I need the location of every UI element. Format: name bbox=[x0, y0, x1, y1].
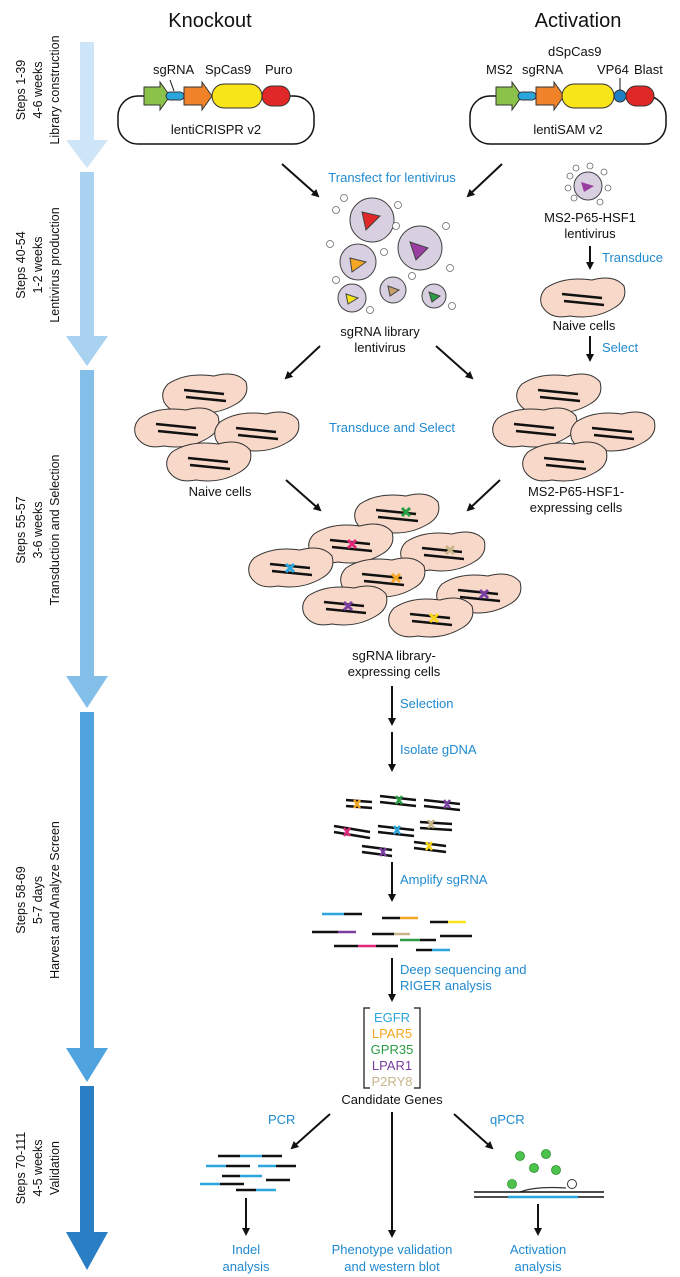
stage-1-name: Library construction bbox=[48, 35, 62, 144]
label-library-cells-2: expressing cells bbox=[348, 664, 441, 679]
naive-cell-right bbox=[539, 276, 627, 319]
pcr-fragments bbox=[200, 1154, 296, 1192]
plasmid-part-blast: Blast bbox=[634, 62, 663, 77]
gene-lpar1: LPAR1 bbox=[372, 1058, 412, 1073]
plasmid-lenticrispr: sgRNA SpCas9 Puro lentiCRISPR v2 bbox=[117, 62, 315, 145]
arrow-library-left bbox=[284, 345, 321, 380]
label-phenotype-1: Phenotype validation bbox=[332, 1242, 453, 1257]
plasmid-part-ms2: MS2 bbox=[486, 62, 513, 77]
stage-arrow-3 bbox=[66, 370, 108, 708]
stage-4-name: Harvest and Analyze Screen bbox=[48, 821, 62, 979]
stage-3-steps: Steps 55-57 bbox=[14, 496, 28, 563]
gdna-fragments bbox=[333, 794, 461, 858]
stage-timeline: Steps 1-39 4-6 weeks Library constructio… bbox=[14, 35, 108, 1270]
qpcr-activation-illustration bbox=[474, 1149, 604, 1199]
label-sgrna-library-1: sgRNA library bbox=[340, 324, 420, 339]
label-transduce-and-select: Transduce and Select bbox=[329, 420, 455, 435]
plasmid-part-spcas9: SpCas9 bbox=[205, 62, 251, 77]
label-deep-seq-2: RIGER analysis bbox=[400, 978, 492, 993]
arrow-plasmid-left bbox=[281, 163, 320, 198]
stage-3-name: Transduction and Selection bbox=[48, 454, 62, 605]
stage-4-duration: 5-7 days bbox=[31, 876, 45, 924]
ms2-expressing-cells-group bbox=[491, 372, 657, 483]
gene-p2ry8: P2RY8 bbox=[372, 1074, 413, 1089]
candidate-gene-list: EGFR LPAR5 GPR35 LPAR1 P2RY8 bbox=[363, 1007, 421, 1089]
gene-gpr35: GPR35 bbox=[371, 1042, 414, 1057]
activation-header: Activation bbox=[535, 10, 622, 32]
stage-arrow-4 bbox=[66, 712, 108, 1082]
stage-arrow-5 bbox=[66, 1086, 108, 1270]
arrow-library-right bbox=[435, 345, 474, 380]
plasmid-part-dspcas9: dSpCas9 bbox=[548, 44, 601, 59]
label-naive-cells-right: Naive cells bbox=[553, 318, 616, 333]
arrow-naive-to-library bbox=[285, 479, 322, 512]
label-sgrna-library-2: lentivirus bbox=[354, 340, 406, 355]
label-activation-2: analysis bbox=[515, 1259, 562, 1274]
knockout-header: Knockout bbox=[168, 10, 252, 32]
stage-5-steps: Steps 70-111 bbox=[14, 1132, 28, 1205]
label-qpcr: qPCR bbox=[490, 1112, 525, 1127]
stage-3-duration: 3-6 weeks bbox=[31, 502, 45, 559]
plasmid-part-vp64: VP64 bbox=[597, 62, 629, 77]
gdna-marks bbox=[343, 795, 451, 857]
ms2-p65-hsf1-virion bbox=[564, 162, 612, 206]
virion-dots bbox=[326, 194, 456, 314]
sgrna-library-expressing-cells-group bbox=[247, 492, 523, 639]
label-library-cells-1: sgRNA library- bbox=[352, 648, 436, 663]
plasmid-part-sgrna: sgRNA bbox=[153, 62, 195, 77]
gene-lpar5: LPAR5 bbox=[372, 1026, 412, 1041]
label-ms2-expressing-2: expressing cells bbox=[530, 500, 623, 515]
stage-5-duration: 4-5 weeks bbox=[31, 1140, 45, 1197]
label-transduce: Transduce bbox=[602, 250, 663, 265]
arrow-ms2-to-library bbox=[466, 479, 501, 512]
label-ms2-expressing-1: MS2-P65-HSF1- bbox=[528, 484, 624, 499]
stage-2-name: Lentivirus production bbox=[48, 207, 62, 322]
label-indel-2: analysis bbox=[223, 1259, 270, 1274]
arrow-plasmid-right bbox=[466, 163, 503, 198]
label-amplify-sgrna: Amplify sgRNA bbox=[400, 872, 488, 887]
stage-2-steps: Steps 40-54 bbox=[14, 231, 28, 298]
stage-2-duration: 1-2 weeks bbox=[31, 237, 45, 294]
label-deep-seq-1: Deep sequencing and bbox=[400, 962, 527, 977]
label-isolate-gdna: Isolate gDNA bbox=[400, 742, 477, 757]
label-ms2-virus-1: MS2-P65-HSF1 bbox=[544, 210, 636, 225]
label-select: Select bbox=[602, 340, 639, 355]
naive-cells-left-group bbox=[133, 372, 301, 483]
sgrna-library-lentivirus-cluster bbox=[337, 197, 447, 313]
label-naive-cells-left: Naive cells bbox=[189, 484, 252, 499]
plasmid-part-sgrna-2: sgRNA bbox=[522, 62, 564, 77]
amplicons bbox=[312, 912, 472, 952]
label-pcr: PCR bbox=[268, 1112, 295, 1127]
plasmid-lentisam: MS2 sgRNA dSpCas9 VP64 Blast lentiSAM v2 bbox=[469, 44, 667, 145]
plasmid-part-puro: Puro bbox=[265, 62, 292, 77]
gene-egfr: EGFR bbox=[374, 1010, 410, 1025]
label-indel-1: Indel bbox=[232, 1242, 260, 1257]
stage-5-name: Validation bbox=[48, 1141, 62, 1195]
arrow-qpcr bbox=[453, 1113, 494, 1150]
label-candidate-genes: Candidate Genes bbox=[341, 1092, 443, 1107]
label-activation-1: Activation bbox=[510, 1242, 566, 1257]
stage-arrow-2 bbox=[66, 172, 108, 366]
label-phenotype-2: and western blot bbox=[344, 1259, 440, 1274]
label-selection: Selection bbox=[400, 696, 453, 711]
plasmid-name-lenticrispr: lentiCRISPR v2 bbox=[171, 122, 261, 137]
label-transfect: Transfect for lentivirus bbox=[328, 170, 456, 185]
stage-1-steps: Steps 1-39 bbox=[14, 60, 28, 121]
plasmid-name-lentisam: lentiSAM v2 bbox=[533, 122, 602, 137]
label-ms2-virus-2: lentivirus bbox=[564, 226, 616, 241]
arrow-pcr bbox=[290, 1113, 331, 1150]
stage-1-duration: 4-6 weeks bbox=[31, 62, 45, 119]
stage-arrow-1 bbox=[66, 42, 108, 168]
stage-4-steps: Steps 58-69 bbox=[14, 866, 28, 933]
